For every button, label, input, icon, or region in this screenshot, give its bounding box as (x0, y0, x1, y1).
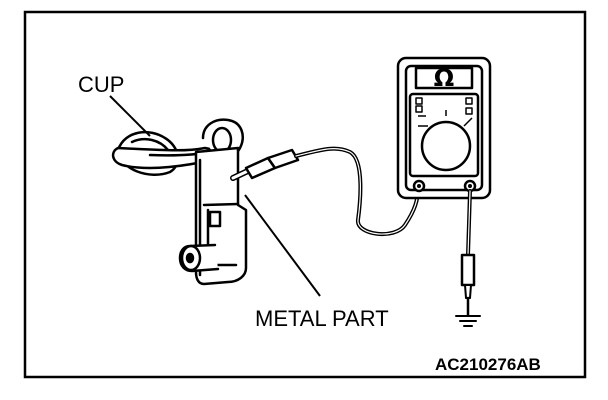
ground-icon (455, 315, 481, 327)
metal-part-leader-line (244, 194, 321, 297)
figure-code: AC210276AB (435, 355, 541, 374)
metal-part-label: METAL PART (255, 306, 389, 331)
test-probe (230, 148, 300, 181)
cup-label: CUP (78, 72, 124, 97)
meter-display (414, 66, 474, 90)
meter-ohm-symbol: Ω (434, 64, 454, 92)
multimeter (396, 56, 492, 200)
figure-frame (23, 10, 587, 379)
ground-lead (460, 189, 476, 317)
cup-assembly (111, 118, 248, 286)
cup-leader-line (109, 95, 151, 137)
meter-dial (420, 120, 472, 172)
